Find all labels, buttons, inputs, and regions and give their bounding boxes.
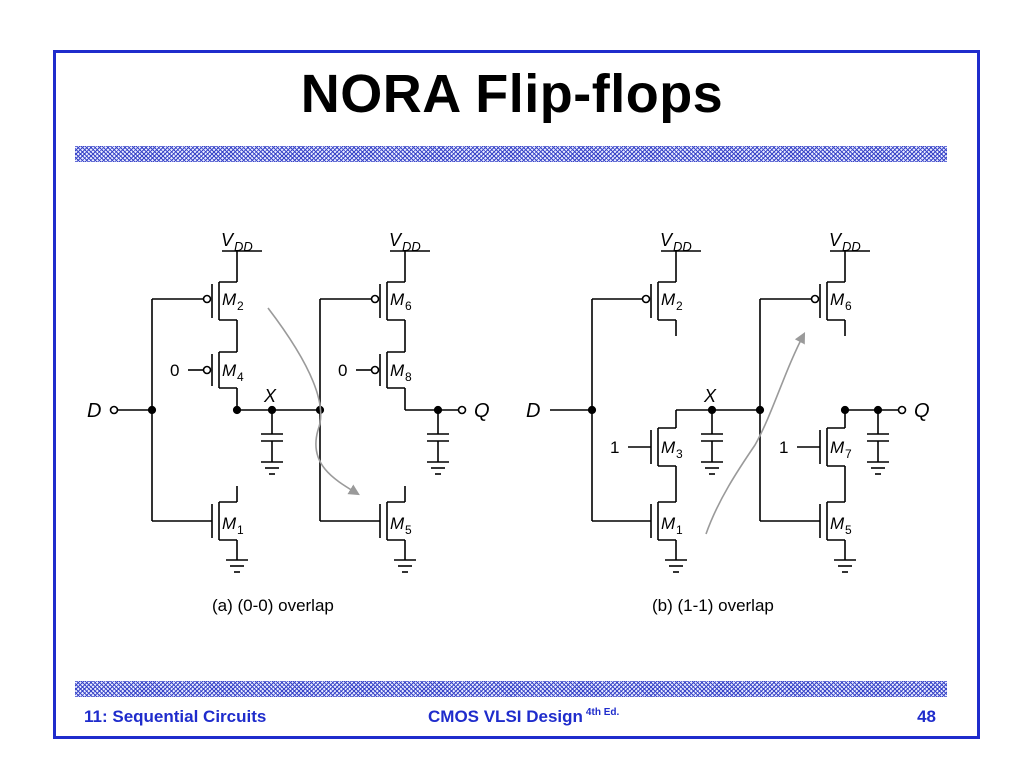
caption-a: (a) (0-0) overlap	[212, 596, 334, 615]
bottom-divider	[75, 681, 947, 697]
transistor-sub: 4	[237, 370, 244, 384]
capacitor-q	[427, 410, 449, 475]
vdd-label: V	[221, 230, 235, 250]
vdd-sub-label: DD	[673, 239, 692, 254]
transistor-m5: M 5	[760, 501, 856, 573]
transistor-sub: 1	[676, 523, 683, 537]
transistor-m4: 0 M 4	[170, 351, 244, 389]
caption-b: (b) (1-1) overlap	[652, 596, 774, 615]
node-label: X	[263, 386, 277, 406]
transistor-label: M	[830, 514, 845, 533]
vdd-b-left: V DD	[660, 230, 701, 282]
input-label: D	[87, 400, 101, 422]
transistor-sub: 5	[845, 523, 852, 537]
transistor-m1: M 1	[152, 486, 248, 573]
capacitor-x	[701, 410, 723, 475]
transistor-label: M	[830, 438, 845, 457]
transistor-m2: M 2	[592, 281, 683, 336]
gate-constant: 1	[610, 438, 619, 457]
circuit-a: V DD M 2 0 M 4 D	[87, 230, 490, 615]
footer-course-title: CMOS VLSI Design	[428, 707, 583, 726]
transistor-m2: M 2	[152, 281, 244, 321]
transistor-sub: 2	[676, 299, 683, 313]
gate-constant: 1	[779, 438, 788, 457]
page-number: 48	[917, 707, 936, 726]
output-terminal	[457, 405, 467, 415]
transistor-m7: 1 M 7	[779, 427, 852, 467]
transistor-sub: 5	[405, 523, 412, 537]
gate-constant: 0	[170, 361, 179, 380]
output-label: Q	[474, 400, 490, 422]
transistor-sub: 8	[405, 370, 412, 384]
footer-edition: 4th Ed.	[585, 707, 620, 718]
vdd-a-left: V DD	[221, 230, 262, 282]
transistor-label: M	[390, 361, 405, 380]
transistor-sub: 1	[237, 523, 244, 537]
vdd-sub-label: DD	[842, 239, 861, 254]
transistor-label: M	[390, 514, 405, 533]
vdd-label: V	[389, 230, 403, 250]
transistor-sub: 6	[405, 299, 412, 313]
overlap-arrow	[267, 307, 360, 496]
overlap-arrow	[705, 332, 806, 535]
footer-chapter: 11: Sequential Circuits	[84, 707, 267, 726]
transistor-label: M	[661, 514, 676, 533]
output-label: Q	[914, 400, 930, 422]
gate-constant: 0	[338, 361, 347, 380]
output-terminal	[897, 405, 907, 415]
transistor-label: M	[830, 290, 845, 309]
transistor-label: M	[390, 290, 405, 309]
slide-frame	[53, 50, 980, 739]
vdd-a-right: V DD	[389, 230, 430, 282]
transistor-m3: 1 M 3	[610, 427, 683, 467]
transistor-label: M	[222, 514, 237, 533]
transistor-sub: 7	[845, 447, 852, 461]
vdd-b-right: V DD	[829, 230, 870, 282]
transistor-label: M	[661, 290, 676, 309]
transistor-sub: 3	[676, 447, 683, 461]
transistor-label: M	[222, 290, 237, 309]
transistor-label: M	[661, 438, 676, 457]
transistor-label: M	[222, 361, 237, 380]
vdd-label: V	[660, 230, 674, 250]
capacitor-x	[261, 410, 283, 475]
input-label: D	[526, 400, 540, 422]
vdd-label: V	[829, 230, 843, 250]
transistor-m5: M 5	[320, 486, 416, 573]
circuit-b: V DD M 2 D X	[526, 230, 930, 615]
input-terminal	[109, 405, 119, 415]
transistor-m8: 0 M 8	[338, 351, 412, 389]
node-label: X	[703, 386, 717, 406]
vdd-sub-label: DD	[402, 239, 421, 254]
transistor-m1: M 1	[592, 501, 687, 573]
top-divider	[75, 146, 947, 162]
vdd-sub-label: DD	[234, 239, 253, 254]
transistor-m6: M 6	[320, 281, 412, 321]
capacitor-q	[867, 410, 889, 475]
transistor-sub: 2	[237, 299, 244, 313]
slide-title: NORA Flip-flops	[300, 64, 724, 124]
transistor-m6: M 6	[760, 281, 852, 336]
transistor-sub: 6	[845, 299, 852, 313]
